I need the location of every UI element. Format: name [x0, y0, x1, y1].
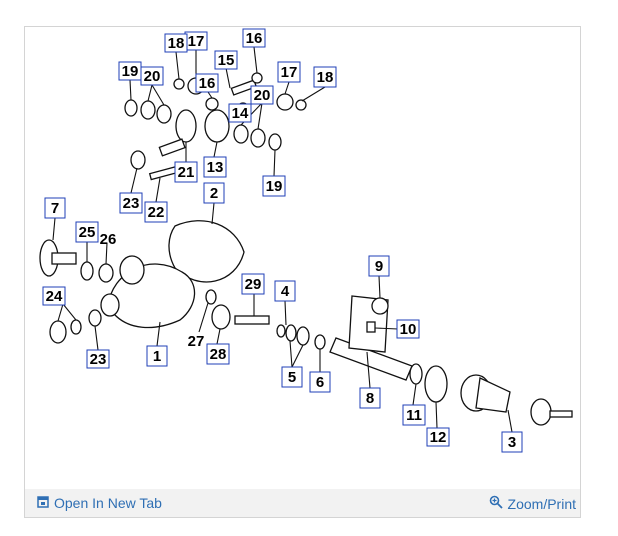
svg-text:1: 1 — [153, 348, 161, 365]
zoom-print-label: Zoom/Print — [507, 495, 576, 512]
svg-text:4: 4 — [281, 283, 290, 300]
svg-text:23: 23 — [123, 195, 140, 212]
callout-15: 15 — [214, 50, 238, 70]
callout-22: 22 — [144, 201, 168, 223]
svg-text:19: 19 — [266, 178, 283, 195]
svg-text:21: 21 — [178, 164, 195, 181]
svg-text:15: 15 — [218, 52, 235, 69]
callout-28: 28 — [206, 343, 230, 365]
svg-text:27: 27 — [188, 333, 205, 350]
callout-23-top: 23 — [119, 192, 143, 214]
svg-text:20: 20 — [144, 68, 161, 85]
callout-20-left: 20 — [140, 66, 164, 86]
svg-text:22: 22 — [148, 204, 165, 221]
callout-18-top: 18 — [164, 33, 188, 53]
open-in-new-tab-icon — [37, 495, 49, 511]
exploded-axle-diagram: 1 2 3 4 5 6 7 8 9 10 11 12 13 14 15 16 1… — [39, 28, 573, 453]
callout-4: 4 — [274, 280, 296, 302]
callout-12: 12 — [426, 427, 450, 447]
svg-text:25: 25 — [79, 224, 96, 241]
svg-text:13: 13 — [207, 159, 224, 176]
callout-labels: 1 2 3 4 5 6 7 8 9 10 11 12 13 14 15 16 1… — [42, 28, 523, 453]
axle-assembly — [39, 220, 573, 426]
svg-text:23: 23 — [90, 351, 107, 368]
callout-9: 9 — [368, 255, 390, 277]
callout-19-left: 19 — [118, 61, 142, 81]
open-in-new-tab-label: Open In New Tab — [54, 495, 162, 511]
svg-text:17: 17 — [281, 64, 298, 81]
svg-text:19: 19 — [122, 63, 139, 80]
zoom-magnifier-icon — [489, 495, 503, 512]
callout-2: 2 — [203, 182, 225, 204]
svg-text:18: 18 — [317, 69, 334, 86]
svg-text:12: 12 — [430, 429, 447, 446]
callout-17-top: 17 — [184, 31, 208, 51]
callout-7: 7 — [44, 197, 66, 219]
callout-8: 8 — [359, 387, 381, 409]
diagram-footer: Open In New Tab Zoom/Print — [25, 489, 580, 517]
svg-text:2: 2 — [210, 185, 218, 202]
callout-3: 3 — [501, 431, 523, 453]
svg-text:16: 16 — [246, 30, 263, 47]
svg-text:28: 28 — [210, 346, 227, 363]
callout-1: 1 — [146, 345, 168, 367]
svg-text:20: 20 — [254, 87, 271, 104]
callout-29: 29 — [241, 273, 265, 295]
callout-13: 13 — [203, 156, 227, 178]
callout-27-text: 27 — [188, 333, 205, 350]
svg-text:8: 8 — [366, 390, 374, 407]
svg-text:7: 7 — [51, 200, 59, 217]
svg-text:5: 5 — [288, 369, 296, 386]
callout-19-right: 19 — [262, 175, 286, 197]
svg-text:26: 26 — [100, 231, 117, 248]
open-in-new-tab-link[interactable]: Open In New Tab — [37, 495, 162, 511]
callout-18-right: 18 — [313, 66, 337, 88]
callout-5: 5 — [281, 366, 303, 388]
callout-21: 21 — [174, 161, 198, 183]
callout-26-text: 26 — [100, 231, 117, 248]
svg-text:14: 14 — [232, 105, 249, 122]
svg-text:16: 16 — [199, 75, 216, 92]
svg-text:9: 9 — [375, 258, 383, 275]
callout-16-mid: 16 — [195, 73, 219, 93]
svg-text:3: 3 — [508, 434, 516, 451]
zoom-print-link[interactable]: Zoom/Print — [489, 495, 576, 512]
svg-text:18: 18 — [168, 35, 185, 52]
svg-text:10: 10 — [400, 321, 417, 338]
callout-14: 14 — [228, 103, 252, 123]
svg-text:29: 29 — [245, 276, 262, 293]
callout-6: 6 — [309, 371, 331, 393]
callout-23-bottom: 23 — [86, 349, 110, 369]
callout-20-right: 20 — [250, 85, 274, 105]
svg-text:11: 11 — [406, 407, 422, 424]
svg-text:6: 6 — [316, 374, 324, 391]
svg-text:17: 17 — [188, 33, 205, 50]
callout-25: 25 — [75, 221, 99, 243]
callout-17-right: 17 — [277, 61, 301, 83]
svg-text:24: 24 — [46, 288, 63, 305]
leader-lines — [52, 46, 513, 433]
callout-10: 10 — [396, 319, 420, 339]
callout-24: 24 — [42, 286, 66, 306]
callout-11: 11 — [402, 404, 426, 426]
callout-16-top: 16 — [242, 28, 266, 48]
differential-internals — [124, 72, 307, 181]
